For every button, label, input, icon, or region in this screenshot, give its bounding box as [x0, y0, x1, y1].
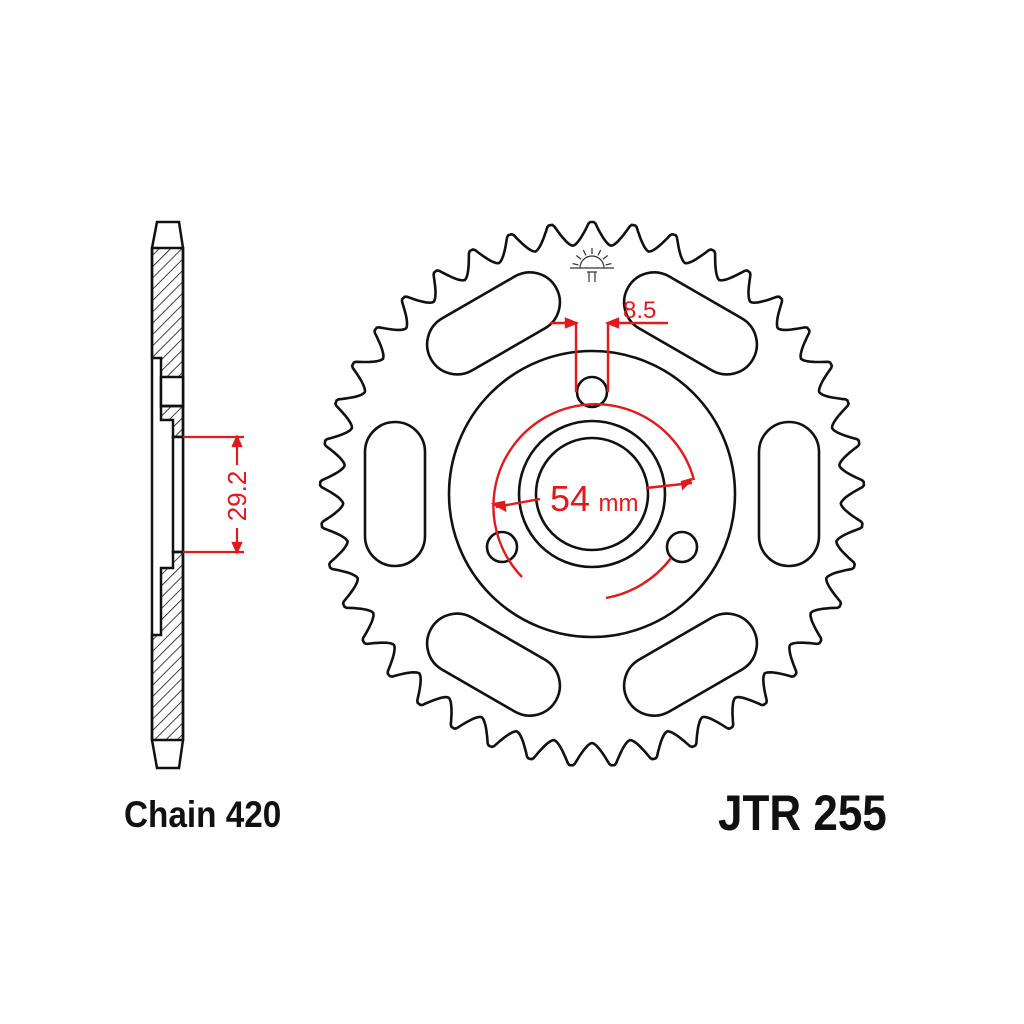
sprocket-teeth-outline: [318, 220, 866, 767]
lightening-slot: [425, 271, 562, 376]
lightening-slot: [622, 612, 759, 717]
sprocket-front-view: [318, 220, 866, 767]
logo-ray: [597, 249, 602, 256]
logo-ray: [582, 249, 587, 256]
center-bore-label: 54 mm: [550, 478, 638, 519]
center-bore-unit: mm: [599, 490, 639, 517]
dimension-annotations: [490, 317, 696, 600]
logo-ray: [572, 262, 579, 266]
center-bore: [534, 436, 650, 552]
part-number-title: JTR 255: [718, 785, 887, 841]
center-bore-value: 54: [550, 478, 590, 519]
logo-ray: [602, 255, 609, 260]
bolt-hole: [665, 530, 699, 564]
chain-size-label: Chain 420: [124, 794, 282, 835]
side-profile-view: [150, 220, 185, 770]
lightening-slot: [622, 271, 759, 376]
lightening-slot: [757, 420, 821, 568]
lightening-slot: [425, 612, 562, 717]
hub-outer-ring: [517, 419, 667, 569]
hub-thickness-dimension: [183, 434, 244, 555]
bolt-hole: [575, 375, 609, 409]
bolt-hole: [485, 530, 519, 564]
bolt-circle-ring: [447, 349, 737, 639]
logo-ray: [605, 262, 612, 266]
logo-ray: [575, 255, 582, 260]
lightening-slot: [363, 420, 427, 568]
hub-thickness-label: 29.2: [222, 471, 252, 522]
bolt-circle-arc: [492, 403, 696, 578]
sun-logo-icon: [570, 248, 614, 282]
spline-width-label: 8.5: [623, 297, 656, 324]
bolt-circle-arc: [605, 557, 672, 600]
